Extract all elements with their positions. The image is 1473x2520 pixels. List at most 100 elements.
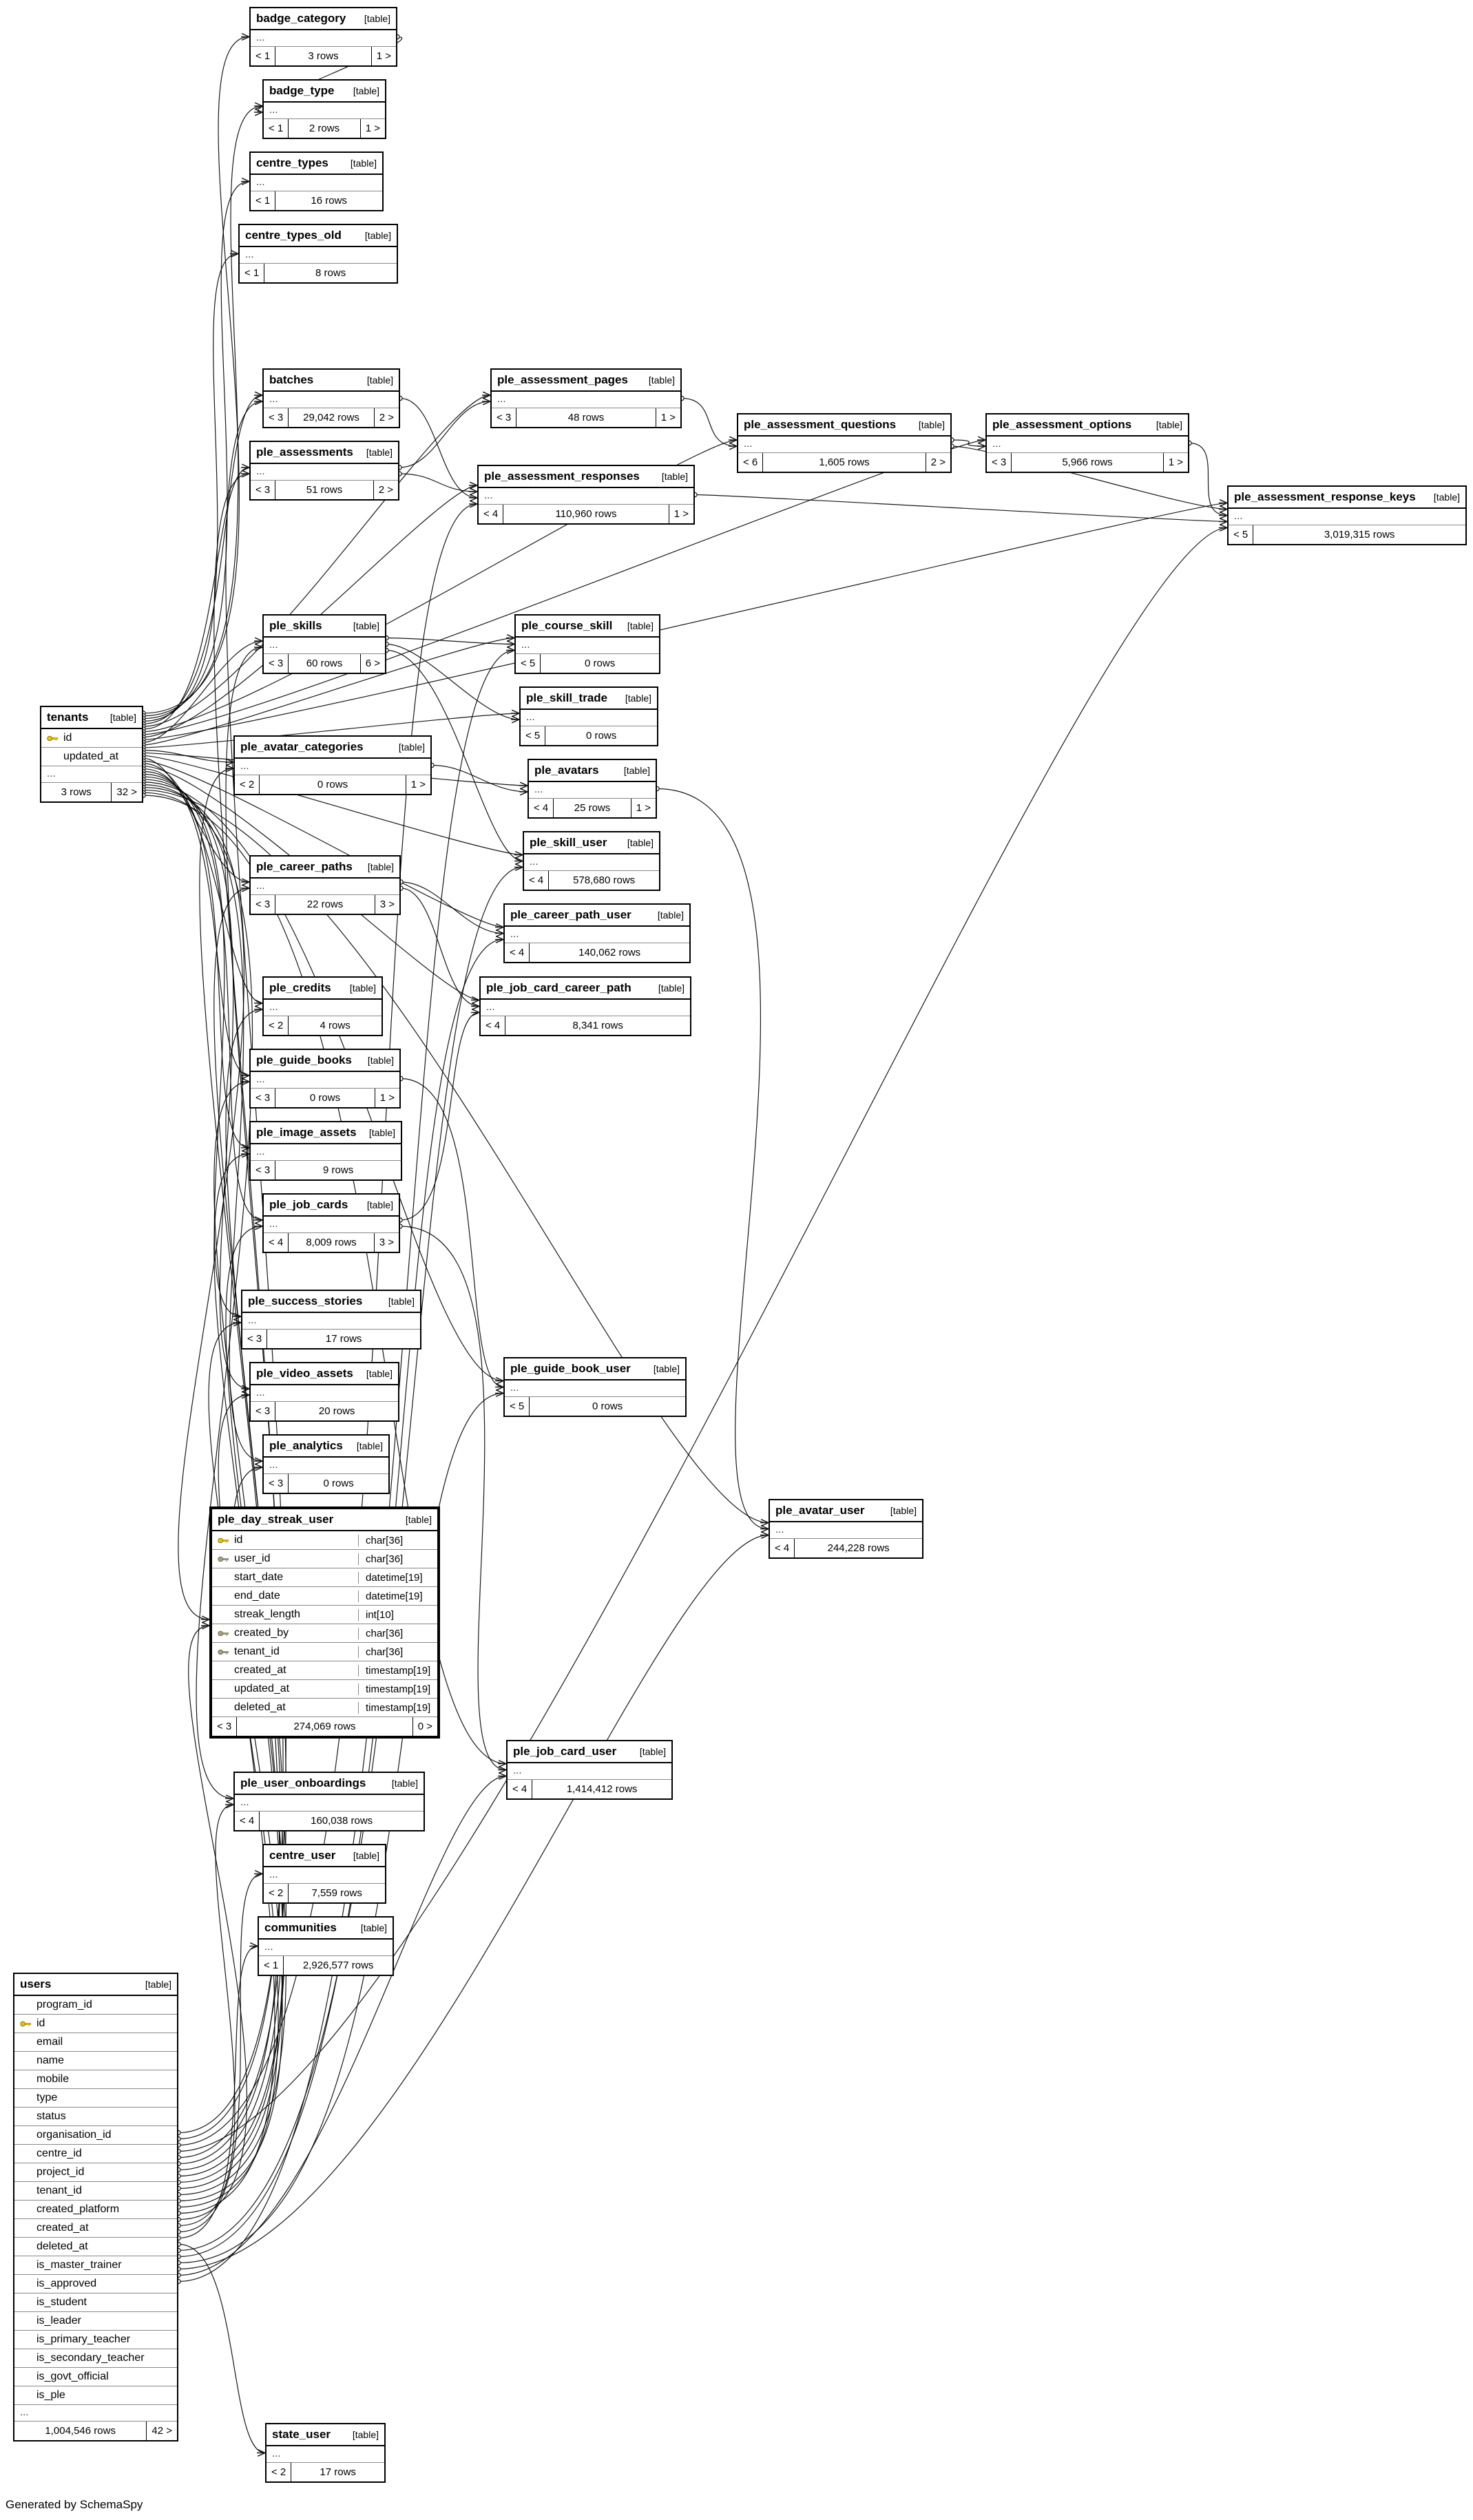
column-row: deleted_at timestamp[19]: [212, 1699, 437, 1717]
table-ple_assessment_response_keys[interactable]: ple_assessment_response_keys[table]...< …: [1227, 485, 1467, 545]
table-name: state_user: [272, 2428, 331, 2441]
column-name: updated_at: [63, 750, 119, 762]
column-name: mobile: [36, 2073, 70, 2085]
child-count: 32 >: [111, 782, 142, 801]
elided-columns-row: ...: [524, 854, 659, 871]
table-name: ple_assessments: [256, 445, 353, 459]
table-header: ple_avatars[table]: [529, 760, 656, 782]
table-header: users[table]: [14, 1974, 177, 1996]
table-type-tag: [table]: [353, 620, 379, 631]
column-type: timestamp[19]: [358, 1701, 432, 1714]
parent-count: < 6: [738, 452, 764, 472]
table-name: ple_assessment_pages: [497, 373, 628, 386]
table-header: badge_category[table]: [251, 8, 396, 30]
relationship-ple_avatar_categories-to-ple_avatars: [429, 762, 528, 796]
row-count: 5,966 rows: [1062, 456, 1113, 468]
generated-by-note: Generated by SchemaSpy: [6, 2498, 143, 2511]
table-type-tag: [table]: [627, 837, 654, 848]
table-header: ple_skill_trade[table]: [521, 688, 657, 710]
child-count: 3 >: [374, 894, 399, 914]
column-name: user_id: [234, 1553, 271, 1564]
column-row: type: [14, 2089, 177, 2108]
column-name: is_approved: [36, 2278, 97, 2289]
elided-columns-row: ...: [259, 1940, 393, 1956]
table-type-tag: [table]: [639, 1746, 666, 1757]
column-icon-spacer: [20, 2299, 32, 2306]
row-count: 0 rows: [317, 778, 348, 790]
parent-count: < 5: [516, 653, 541, 673]
table-header: ple_assessment_response_keys[table]: [1229, 487, 1465, 509]
column-icon-spacer: [20, 2002, 32, 2008]
elided-columns-row: ...: [505, 927, 689, 943]
table-header: ple_avatar_categories[table]: [235, 737, 430, 759]
elided-columns-row: ...: [264, 1458, 388, 1474]
column-icon-spacer: [20, 2392, 32, 2399]
table-type-tag: [table]: [890, 1505, 917, 1516]
parent-count: < 3: [987, 452, 1012, 472]
row-count: 1,414,412 rows: [566, 1783, 638, 1795]
row-count: 2 rows: [309, 122, 340, 134]
column-name: name: [36, 2055, 65, 2066]
table-type-tag: [table]: [145, 1979, 171, 1990]
column-type: char[36]: [358, 1627, 432, 1639]
parent-count: < 1: [251, 191, 276, 210]
column-name: id: [234, 1534, 243, 1546]
row-count: 60 rows: [306, 657, 343, 669]
table-header: ple_job_card_career_path[table]: [481, 978, 690, 1000]
child-count: 2 >: [925, 452, 950, 472]
table-name: ple_user_onboardings: [240, 1776, 366, 1789]
column-name: deleted_at: [234, 1701, 286, 1713]
elided-columns-row: ...: [242, 1313, 420, 1330]
table-header: ple_skills[table]: [264, 616, 385, 638]
table-name: ple_video_assets: [256, 1367, 353, 1380]
row-count: 8 rows: [315, 266, 346, 279]
elided-columns-row: ...: [481, 1000, 690, 1016]
table-type-tag: [table]: [627, 620, 654, 631]
column-icon-spacer: [20, 2187, 32, 2194]
